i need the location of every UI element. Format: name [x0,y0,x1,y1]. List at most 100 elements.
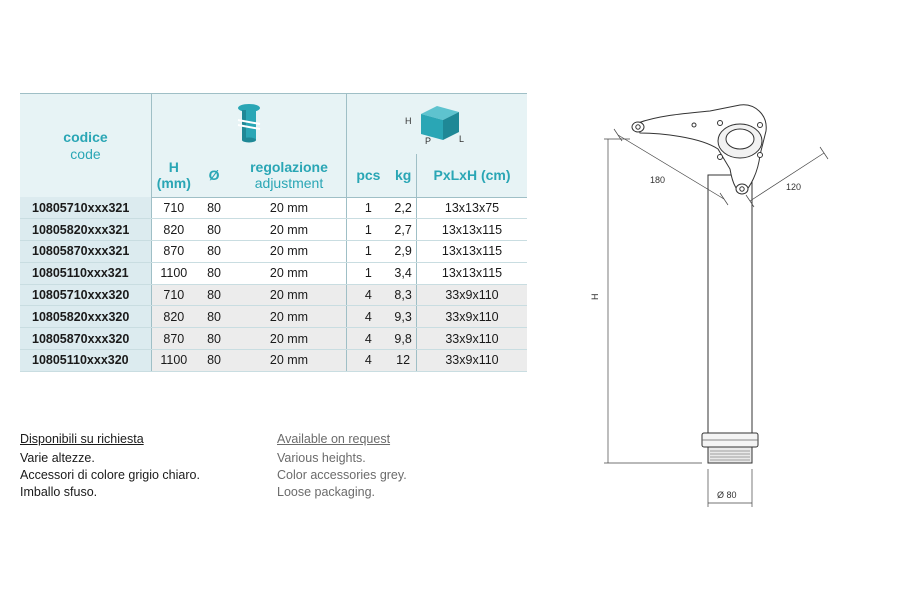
cell-diameter: 80 [195,283,233,307]
dim-label-diameter: Ø 80 [717,490,737,500]
box-label-p: P [425,136,431,146]
package-box-icon: H P L [405,105,464,146]
cell-pcs: 4 [345,349,391,372]
notes-en-line: Loose packaging. [277,485,375,499]
cell-h: 870 [150,240,196,263]
col-header-dims: PxLxH (cm) [416,154,527,198]
code-label-it: codice [63,128,108,145]
notes-it-line: Imballo sfuso. [20,485,98,499]
code-cell: 10805870xxx321 [20,240,152,263]
cell-diameter: 80 [195,262,233,285]
cell-h: 710 [150,197,196,220]
cell-h: 870 [150,327,196,351]
cell-h: 820 [150,218,196,242]
cell-pcs: 1 [345,262,391,285]
cell-pcs: 4 [345,305,391,329]
cell-dims: 13x13x115 [416,240,527,263]
cell-kg: 3,4 [390,262,417,285]
dim-label-h: H [590,294,600,301]
cell-adjustment: 20 mm [232,218,347,242]
cell-diameter: 80 [195,349,233,372]
cell-dims: 33x9x110 [416,327,527,351]
notes-italian: Disponibili su richiesta Varie altezze. … [20,431,200,501]
product-spec-table: codice code H P L H (m [20,93,527,372]
code-cell: 10805820xxx321 [20,218,152,242]
cell-kg: 9,3 [390,305,417,329]
code-column-header: codice code [20,93,152,197]
cell-pcs: 4 [345,283,391,307]
cell-h: 1100 [150,262,196,285]
code-cell: 10805820xxx320 [20,305,152,329]
code-cell: 10805110xxx320 [20,349,152,372]
cell-adjustment: 20 mm [232,197,347,220]
col-header-pcs: pcs [345,154,391,198]
col-header-kg: kg [390,154,417,198]
cell-kg: 9,8 [390,327,417,351]
notes-it-line: Accessori di colore grigio chiaro. [20,468,200,482]
notes-it-line: Varie altezze. [20,451,95,465]
cell-adjustment: 20 mm [232,262,347,285]
notes-en-line: Color accessories grey. [277,468,407,482]
code-label-en: code [70,145,101,162]
cell-kg: 2,7 [390,218,417,242]
cell-kg: 12 [390,349,417,372]
dim-label-120: 120 [786,182,801,192]
cell-pcs: 1 [345,240,391,263]
cell-adjustment: 20 mm [232,305,347,329]
cell-diameter: 80 [195,327,233,351]
mounting-plate [631,104,767,195]
cell-diameter: 80 [195,305,233,329]
cell-kg: 2,2 [390,197,417,220]
cell-kg: 8,3 [390,283,417,307]
notes-en-title: Available on request [277,432,391,446]
notes-english: Available on request Various heights. Co… [277,431,407,501]
dim-label-180: 180 [650,175,665,185]
cell-diameter: 80 [195,197,233,220]
cell-dims: 13x13x75 [416,197,527,220]
box-label-l: L [459,134,464,144]
notes-it-title: Disponibili su richiesta [20,432,144,446]
table-leg-drawing: 180 120 H Ø 80 [590,104,829,507]
leg-tube [707,174,753,434]
leg-foot [707,446,753,464]
cell-adjustment: 20 mm [232,283,347,307]
dim-line-120 [749,152,825,202]
cell-dims: 13x13x115 [416,218,527,242]
cell-kg: 2,9 [390,240,417,263]
cell-dims: 33x9x110 [416,283,527,307]
leg-icon-header [150,93,347,154]
cell-diameter: 80 [195,240,233,263]
code-cell: 10805110xxx321 [20,262,152,285]
code-cell: 10805710xxx320 [20,283,152,307]
col-header-h: H (mm) [150,154,196,198]
leg-adjuster-icon [237,103,260,142]
notes-en-line: Various heights. [277,451,366,465]
cell-dims: 33x9x110 [416,349,527,372]
cell-adjustment: 20 mm [232,327,347,351]
cell-adjustment: 20 mm [232,349,347,372]
col-header-adjustment: regolazione adjustment [232,154,347,198]
box-icon-header: H P L [345,93,527,154]
cell-dims: 33x9x110 [416,305,527,329]
cell-h: 820 [150,305,196,329]
col-header-diameter: Ø [195,154,233,198]
code-cell: 10805870xxx320 [20,327,152,351]
code-cell: 10805710xxx321 [20,197,152,220]
cell-diameter: 80 [195,218,233,242]
dim-line-180 [617,134,725,200]
box-label-h: H [405,116,412,126]
cell-adjustment: 20 mm [232,240,347,263]
cell-dims: 13x13x115 [416,262,527,285]
cell-pcs: 4 [345,327,391,351]
cell-pcs: 1 [345,197,391,220]
cell-pcs: 1 [345,218,391,242]
